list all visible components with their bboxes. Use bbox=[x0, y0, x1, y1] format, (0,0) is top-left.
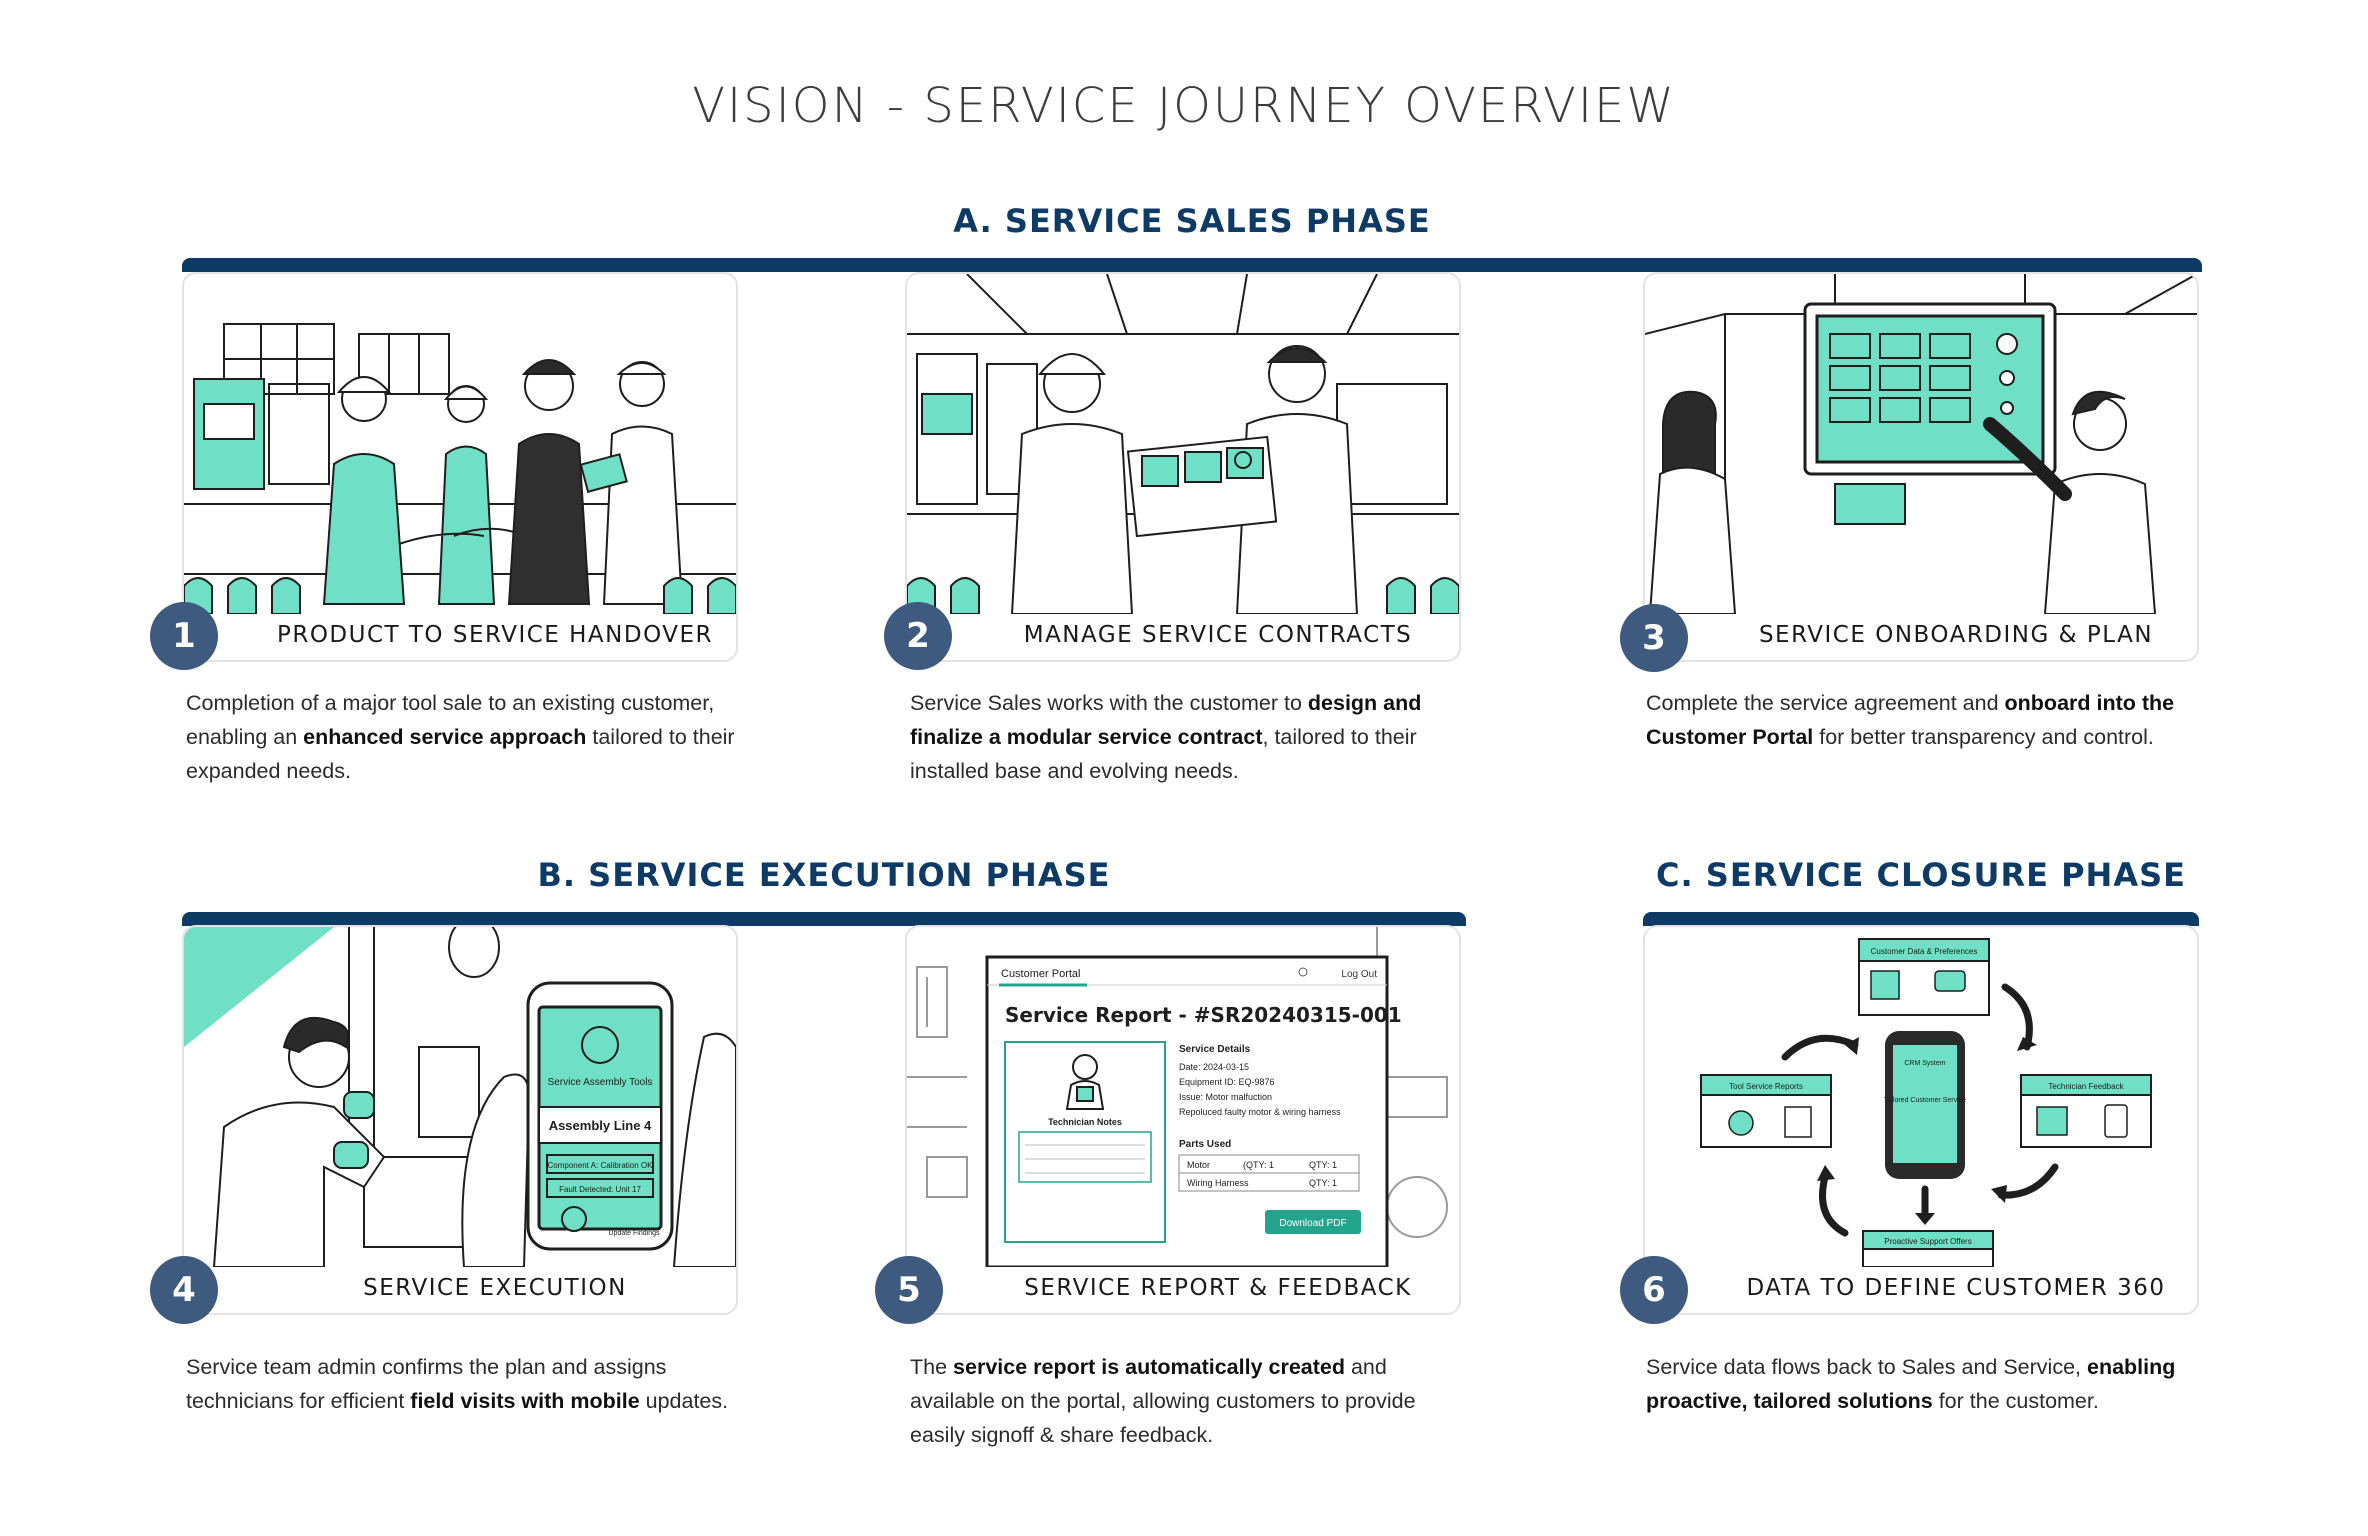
desc-text: Complete the service agreement and bbox=[1646, 691, 2005, 715]
flow-arrow-4 bbox=[1819, 1173, 1849, 1237]
report-heading: Service Report - #SR20240315-001 bbox=[1005, 1003, 1402, 1027]
phone-title: Service Assembly Tools bbox=[548, 1077, 653, 1088]
crm-center-label: CRM System bbox=[1904, 1060, 1945, 1067]
step-card-3: SERVICE ONBOARDING & PLAN bbox=[1643, 272, 2199, 662]
part-qty-2b: QTY: 1 bbox=[1309, 1178, 1337, 1188]
report-illustration: Customer Portal Log Out Service Report -… bbox=[907, 927, 1448, 1267]
step-label-2: MANAGE SERVICE CONTRACTS bbox=[987, 614, 1449, 656]
step-badge-4: 4 bbox=[150, 1256, 218, 1324]
crm-illustration: Customer Data & Preferences Tool Service… bbox=[1700, 938, 2152, 1267]
desc-text: Service Sales works with the customer to bbox=[910, 691, 1308, 715]
desc-text: for better transparency and control. bbox=[1813, 725, 2154, 749]
step-badge-1: 1 bbox=[150, 602, 218, 670]
logout-link[interactable]: Log Out bbox=[1341, 969, 1377, 980]
step-card-5: Customer Portal Log Out Service Report -… bbox=[905, 925, 1461, 1315]
desc-text: Completion of a major tool sale to an ex… bbox=[186, 691, 715, 749]
desc-highlight: onboard into the Customer Portal bbox=[1646, 691, 2175, 749]
step-badge-3: 3 bbox=[1620, 604, 1688, 672]
step-desc-4: Service team admin confirms the plan and… bbox=[186, 1350, 746, 1418]
step-label-5: SERVICE REPORT & FEEDBACK bbox=[987, 1267, 1449, 1309]
step-card-4: Service Assembly Tools Assembly Line 4 C… bbox=[182, 925, 738, 1315]
phase-bar-closure bbox=[1643, 912, 2199, 926]
part-name-2: Wiring Harness bbox=[1187, 1178, 1249, 1188]
crm-top-label: Customer Data & Preferences bbox=[1871, 947, 1978, 956]
phase-title-sales: A. SERVICE SALES PHASE bbox=[953, 202, 1431, 240]
desc-text: updates. bbox=[639, 1389, 729, 1413]
flow-arrow-1 bbox=[1781, 1034, 1859, 1061]
step-desc-3: Complete the service agreement and onboa… bbox=[1646, 686, 2206, 754]
contract-illustration bbox=[907, 274, 1459, 614]
user-icon bbox=[1298, 967, 1308, 977]
desc-highlight: enabling proactive, tailored solutions bbox=[1646, 1355, 2176, 1413]
step-label-4: SERVICE EXECUTION bbox=[264, 1267, 726, 1309]
phase-bar-sales bbox=[182, 258, 2202, 272]
part-qty-1b: QTY: 1 bbox=[1309, 1160, 1337, 1170]
step-card-2: MANAGE SERVICE CONTRACTS bbox=[905, 272, 1461, 662]
desc-highlight: design and finalize a modular service co… bbox=[910, 691, 1422, 749]
page-title: VISION - SERVICE JOURNEY OVERVIEW bbox=[692, 78, 1676, 134]
step-desc-2: Service Sales works with the customer to… bbox=[910, 686, 1470, 788]
phone-item-2: Fault Detected: Unit 17 bbox=[559, 1185, 641, 1194]
step-desc-1: Completion of a major tool sale to an ex… bbox=[186, 686, 746, 788]
crm-right-label: Technician Feedback bbox=[2048, 1082, 2124, 1091]
portal-tab[interactable]: Customer Portal bbox=[1001, 968, 1080, 980]
desc-highlight: enhanced service approach bbox=[303, 725, 587, 749]
desc-text: and available on the portal, allowing cu… bbox=[910, 1355, 1416, 1447]
technician-notes-label: Technician Notes bbox=[1048, 1117, 1122, 1127]
phase-title-closure: C. SERVICE CLOSURE PHASE bbox=[1656, 856, 2186, 894]
technician-notes-box[interactable] bbox=[1018, 1131, 1152, 1183]
detail-issue: Issue: Motor malfuction bbox=[1179, 1092, 1272, 1102]
desc-highlight: service report is automatically created bbox=[953, 1355, 1345, 1379]
part-qty-1a: (QTY: 1 bbox=[1243, 1160, 1274, 1170]
part-name-1: Motor bbox=[1187, 1160, 1210, 1170]
desc-text: , tailored to their installed base and e… bbox=[910, 725, 1417, 783]
step-desc-6: Service data flows back to Sales and Ser… bbox=[1646, 1350, 2206, 1418]
download-pdf-label[interactable]: Download PDF bbox=[1279, 1218, 1346, 1229]
detail-action: Repoluced faulty motor & wiring harness bbox=[1179, 1107, 1341, 1117]
phone-update-button: Update Findings bbox=[609, 1230, 660, 1237]
execution-illustration: Service Assembly Tools Assembly Line 4 C… bbox=[184, 927, 736, 1267]
step-label-1: PRODUCT TO SERVICE HANDOVER bbox=[264, 614, 726, 656]
detail-equipment: Equipment ID: EQ-9876 bbox=[1179, 1077, 1275, 1087]
step-card-6: Customer Data & Preferences Tool Service… bbox=[1643, 925, 2199, 1315]
crm-left-label: Tool Service Reports bbox=[1729, 1082, 1803, 1091]
handover-illustration bbox=[184, 323, 736, 614]
desc-text: Service data flows back to Sales and Ser… bbox=[1646, 1355, 2087, 1379]
phone-item-1: Component A: Calibration OK bbox=[548, 1161, 654, 1170]
crm-bottom-label: Proactive Support Offers bbox=[1884, 1237, 1971, 1246]
crm-center-sub: Tailored Customer Service bbox=[1884, 1097, 1966, 1104]
desc-text: tailored to their expanded needs. bbox=[186, 725, 735, 783]
phase-title-execution: B. SERVICE EXECUTION PHASE bbox=[537, 856, 1111, 894]
step-label-3: SERVICE ONBOARDING & PLAN bbox=[1725, 614, 2187, 656]
step-badge-5: 5 bbox=[875, 1256, 943, 1324]
step-label-6: DATA TO DEFINE CUSTOMER 360 bbox=[1725, 1267, 2187, 1309]
step-badge-6: 6 bbox=[1620, 1256, 1688, 1324]
desc-text: The bbox=[910, 1355, 954, 1379]
phase-bar-execution bbox=[182, 912, 1466, 926]
desc-text: Service team admin confirms the plan and… bbox=[186, 1355, 667, 1413]
desc-highlight: field visits with mobile bbox=[410, 1389, 640, 1413]
gear-icon bbox=[1728, 1110, 1754, 1136]
step-desc-5: The service report is automatically crea… bbox=[910, 1350, 1470, 1452]
detail-date: Date: 2024-03-15 bbox=[1179, 1062, 1249, 1072]
step-badge-2: 2 bbox=[884, 602, 952, 670]
parts-title: Parts Used bbox=[1179, 1139, 1231, 1150]
phone-line: Assembly Line 4 bbox=[549, 1118, 652, 1133]
step-card-1: PRODUCT TO SERVICE HANDOVER bbox=[182, 272, 738, 662]
download-pdf-button[interactable] bbox=[1265, 1210, 1361, 1234]
flow-arrow-2 bbox=[2001, 983, 2033, 1051]
onboarding-illustration bbox=[1645, 274, 2197, 614]
flow-arrow-3 bbox=[1997, 1163, 2059, 1199]
clipboard-icon bbox=[1784, 1106, 1812, 1138]
desc-text: for the customer. bbox=[1932, 1389, 2099, 1413]
details-title: Service Details bbox=[1179, 1044, 1251, 1055]
